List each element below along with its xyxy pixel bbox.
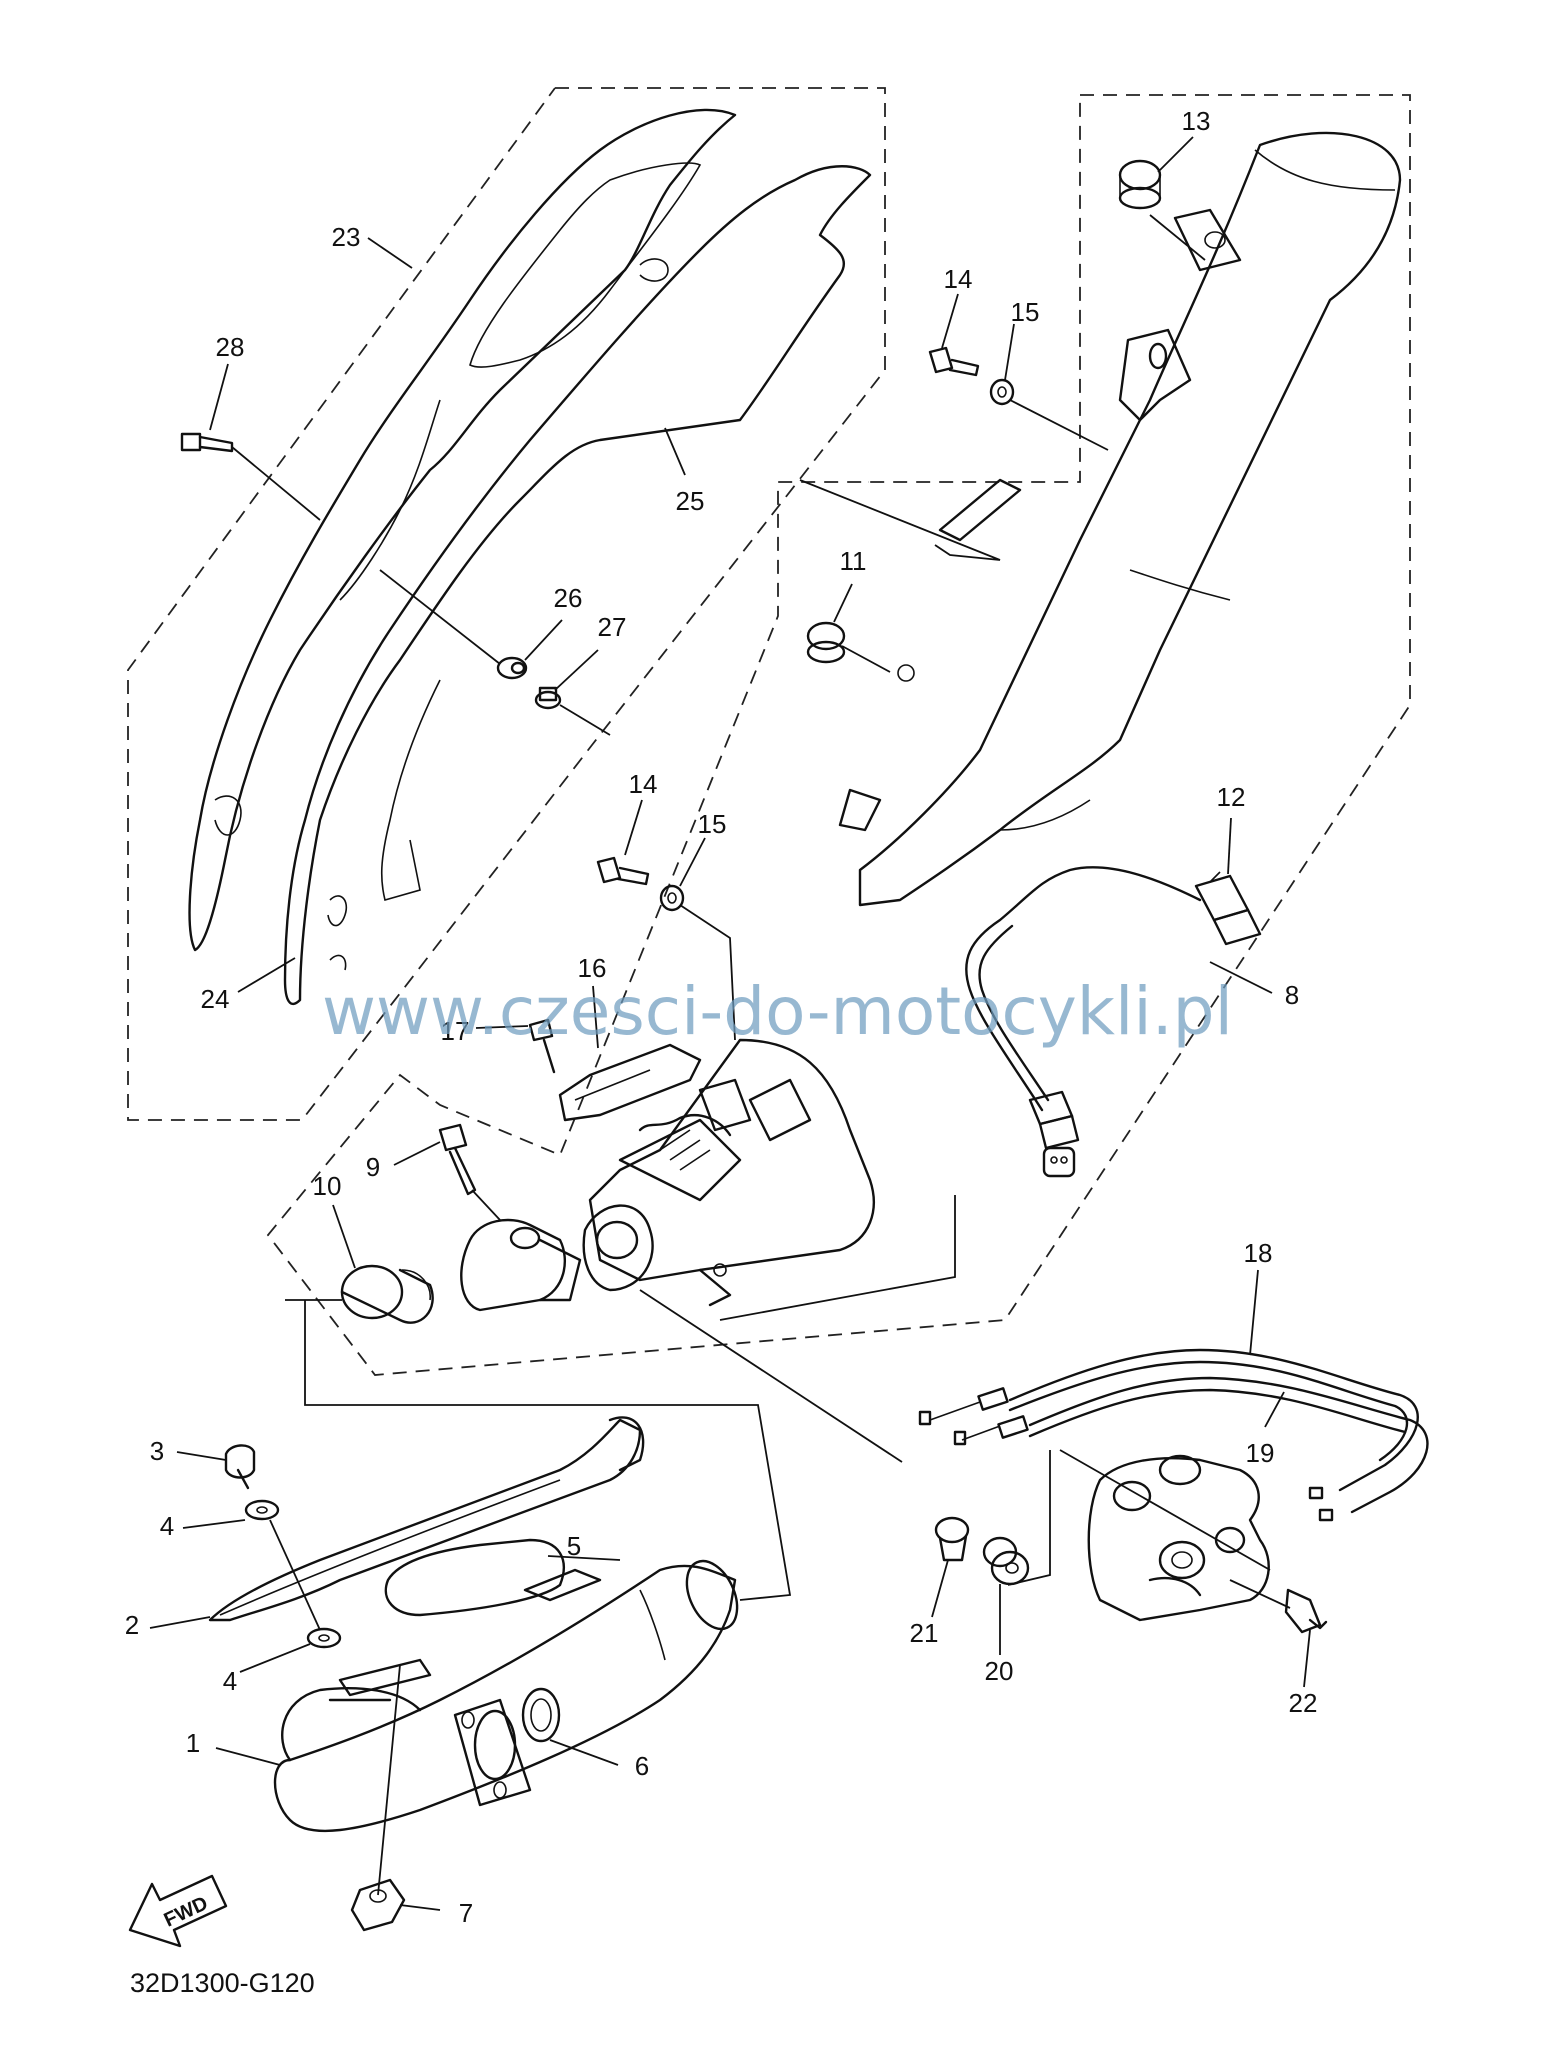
- callout-9: 9: [366, 1152, 380, 1182]
- washer-15-upper: [989, 378, 1109, 451]
- callout-14-upper: 14: [944, 264, 973, 294]
- bolt-14-upper: [928, 346, 980, 377]
- callout-18: 18: [1244, 1238, 1273, 1268]
- damper-11: [806, 621, 891, 673]
- callout-17: 17: [441, 1016, 470, 1046]
- callout-3: 3: [150, 1436, 164, 1466]
- muffler-cover-24: [283, 165, 872, 1006]
- callout-19: 19: [1246, 1438, 1275, 1468]
- callout-4-lower: 4: [223, 1666, 237, 1696]
- callout-7: 7: [459, 1898, 473, 1928]
- callout-13: 13: [1182, 106, 1211, 136]
- cable-19: [953, 1376, 1429, 1522]
- muffler-assembly: [838, 131, 1402, 907]
- callout-21: 21: [910, 1618, 939, 1648]
- header-clamp: [460, 1218, 582, 1312]
- gasket-10: [340, 1264, 434, 1324]
- fwd-arrow: FWD: [128, 1874, 228, 1948]
- bolt-14-lower: [596, 856, 650, 886]
- callout-16: 16: [578, 953, 607, 983]
- group-boundaries: [127, 87, 1411, 1376]
- protector-2: [208, 1416, 645, 1622]
- callout-22: 22: [1289, 1688, 1318, 1718]
- callout-10: 10: [313, 1171, 342, 1201]
- callout-5: 5: [567, 1531, 581, 1561]
- callout-24: 24: [201, 984, 230, 1014]
- bolt-22: [1284, 1588, 1328, 1634]
- grommet-13: [1118, 159, 1206, 261]
- callout-12: 12: [1217, 782, 1246, 812]
- protector-16: [558, 1043, 702, 1122]
- muffler-group-boundary: [266, 94, 1411, 1376]
- exhaust-servo-unit: [1007, 1449, 1291, 1622]
- callout-26: 26: [554, 583, 583, 613]
- collar-27: [534, 686, 562, 710]
- callout-11: 11: [840, 546, 867, 576]
- washer-4-lower: [306, 1627, 342, 1649]
- callout-8: 8: [1285, 980, 1299, 1010]
- grommet-26: [496, 656, 528, 680]
- callout-numbers: 1 2 3 4 4 5 6 7 8 9 10 11 12 13 14 14 15…: [125, 106, 1318, 1928]
- callout-25: 25: [676, 486, 705, 516]
- exhaust-valve-body: [582, 1038, 875, 1307]
- callout-15-lower: 15: [698, 809, 727, 839]
- washer-4-upper: [244, 1499, 280, 1521]
- bolt-3: [224, 1444, 256, 1490]
- damper-5: [384, 1538, 565, 1617]
- callout-6: 6: [635, 1751, 649, 1781]
- collar-21: [934, 1516, 970, 1562]
- oxygen-sensor-8: [965, 866, 1202, 1178]
- callout-1: 1: [186, 1728, 200, 1758]
- washer-15-lower: [659, 884, 736, 1041]
- callout-23: 23: [332, 222, 361, 252]
- exhaust-pipe-1: [273, 1559, 739, 1833]
- callout-27: 27: [598, 612, 627, 642]
- bolt-28: [180, 432, 321, 521]
- assembly-lines: [304, 479, 1001, 1896]
- bolt-17: [528, 1018, 556, 1074]
- callout-20: 20: [985, 1656, 1014, 1686]
- callout-2: 2: [125, 1610, 139, 1640]
- muffler-cover-23: [188, 108, 737, 952]
- connector-12: [1194, 871, 1262, 946]
- callout-14-lower: 14: [629, 769, 658, 799]
- callout-4-upper: 4: [160, 1511, 174, 1541]
- gasket-6: [521, 1687, 561, 1743]
- damper-20: [982, 1536, 1030, 1586]
- callout-28: 28: [216, 332, 245, 362]
- callout-15-upper: 15: [1011, 297, 1040, 327]
- heat-shield-group-boundary: [127, 87, 886, 1121]
- diagram-code: 32D1300-G120: [130, 1968, 315, 1998]
- cable-18: [918, 1348, 1419, 1492]
- watermark-text: www.czesci-do-motocykli.pl: [322, 973, 1233, 1050]
- callout-leaders: [149, 136, 1311, 1911]
- bolt-9: [438, 1123, 501, 1221]
